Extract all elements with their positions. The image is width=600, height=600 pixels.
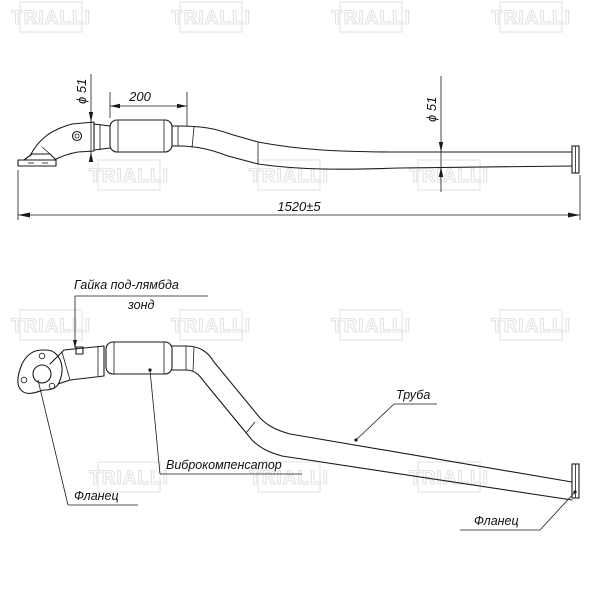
lambda-nut-inner [74, 133, 80, 139]
leader-compensator: Виброкомпенсатор [148, 368, 302, 475]
leader-flange-right: Фланец [460, 490, 577, 531]
watermark: TRIALLI [331, 309, 411, 341]
watermark: TRIALLI [491, 309, 571, 341]
dia-left-text: ϕ 51 [74, 79, 89, 104]
pipe-weld [61, 351, 71, 381]
label-flange-right: Фланец [474, 514, 519, 528]
leader-pipe: Труба [354, 388, 437, 442]
watermark: TRIALLI [249, 461, 329, 493]
bottom-view: Гайка под-лямбда зонд Виброкомпенсатор Т… [17, 278, 580, 531]
left-flange-bottom [17, 349, 63, 394]
svg-text:TRIALLI: TRIALLI [171, 8, 251, 29]
label-lambda-nut-1: Гайка под-лямбда [74, 278, 179, 292]
dia-right: ϕ 51 [424, 76, 444, 192]
dim-total-text: 1520±5 [277, 199, 321, 214]
pipe-weld [192, 346, 195, 372]
leader-flange-left: Фланец [37, 379, 138, 506]
watermark: TRIALLI [171, 309, 251, 341]
watermark: TRIALLI [89, 461, 169, 493]
watermark: TRIALLI [171, 1, 251, 33]
lambda-nut-bottom [75, 346, 84, 355]
leader-lambda-nut: Гайка под-лямбда зонд [73, 278, 208, 348]
svg-text:TRIALLI: TRIALLI [491, 8, 571, 29]
label-pipe: Труба [396, 388, 430, 402]
compensator-top [109, 119, 173, 153]
watermark: TRIALLI [11, 1, 91, 33]
svg-text:TRIALLI: TRIALLI [249, 166, 329, 187]
right-flange-top [571, 145, 580, 174]
dim-section-text: 200 [128, 89, 151, 104]
watermark: TRIALLI [491, 1, 571, 33]
main-pipe-top [171, 125, 573, 170]
label-compensator: Виброкомпенсатор [166, 458, 282, 472]
label-lambda-nut-2: зонд [127, 298, 155, 312]
lambda-nut-top [71, 130, 83, 142]
svg-text:TRIALLI: TRIALLI [171, 316, 251, 337]
dia-left: ϕ 51 [74, 74, 94, 162]
elbow-seam [41, 146, 51, 155]
elbow-bottom [49, 345, 105, 385]
watermark: TRIALLI [11, 309, 91, 341]
left-flange-top [17, 153, 57, 167]
svg-text:TRIALLI: TRIALLI [331, 8, 411, 29]
svg-text:TRIALLI: TRIALLI [249, 468, 329, 489]
watermark: TRIALLI [89, 159, 169, 191]
watermark: TRIALLI [249, 159, 329, 191]
svg-text:TRIALLI: TRIALLI [11, 8, 91, 29]
elbow-top [29, 121, 95, 161]
svg-text:TRIALLI: TRIALLI [491, 316, 571, 337]
dim-section: 200 [109, 89, 188, 126]
pipe-segment-top-1 [93, 123, 111, 151]
svg-text:TRIALLI: TRIALLI [331, 316, 411, 337]
top-view: 1520±5 200 ϕ 51 ϕ 51 [17, 74, 581, 220]
svg-text:TRIALLI: TRIALLI [89, 468, 169, 489]
pipe-weld [245, 421, 256, 434]
dia-right-text: ϕ 51 [424, 97, 439, 122]
watermark: TRIALLI [331, 1, 411, 33]
svg-text:TRIALLI: TRIALLI [11, 316, 91, 337]
pipe-weld [191, 126, 195, 149]
svg-text:TRIALLI: TRIALLI [409, 166, 489, 187]
watermark-layer: TRIALLI TRIALLI TRIALLI TRIALLI TRIALLI … [11, 1, 571, 493]
watermark: TRIALLI [409, 159, 489, 191]
dim-total: 1520±5 [17, 170, 581, 220]
compensator-bottom [105, 341, 173, 375]
svg-text:TRIALLI: TRIALLI [89, 166, 169, 187]
main-pipe-bottom [171, 345, 573, 501]
label-flange-left: Фланец [74, 489, 119, 503]
